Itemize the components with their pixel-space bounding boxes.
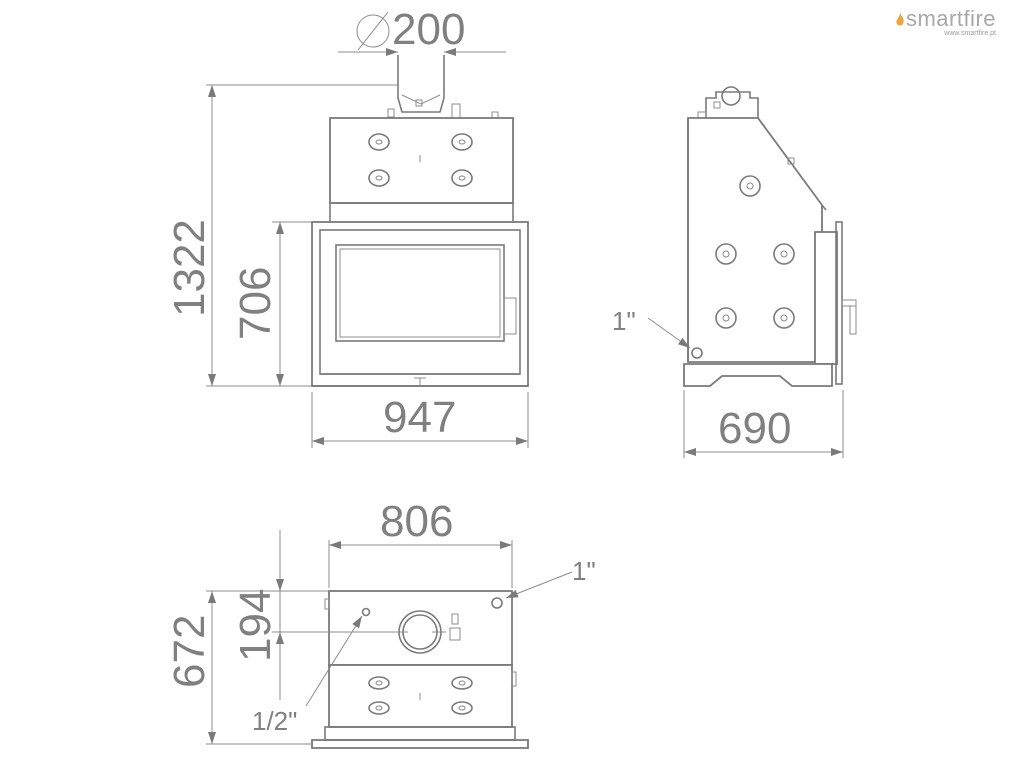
side-dimensions: 690 1" [612,306,844,458]
dim-door-height: 706 [231,267,280,340]
side-view [683,86,857,387]
front-flue-pipe [397,55,445,113]
side-handle [849,305,857,335]
dim-top-width: 806 [380,497,453,546]
front-door-frame [311,221,529,387]
brand-name-text: smartfire [905,6,996,31]
side-1in-port [691,347,703,359]
top-dimensions: 806 672 194 1" 1/2" [165,497,596,745]
door-handle [503,297,517,335]
dim-flue-offset: 194 [231,589,280,662]
front-ports [368,133,473,187]
side-ports [691,175,795,359]
top-ports [368,676,473,715]
callout-side-connection: 1" [612,306,636,336]
top-view [311,590,529,749]
front-upper-body [329,117,514,204]
callout-top-small-connection: 1/2" [252,706,297,736]
dim-top-depth: 672 [165,615,214,688]
front-glass [335,244,505,342]
side-door-profile [814,231,838,365]
dim-flue-diameter: 200 [392,5,465,54]
side-base [683,363,833,387]
top-rear-body [328,590,513,666]
dim-side-depth: 690 [718,404,791,453]
top-half-in-port [361,607,371,617]
dim-front-width: 947 [383,393,456,442]
brand-url: www.smartfire.pt [944,30,996,37]
dim-total-height: 1322 [165,219,214,317]
top-door-plate [311,739,529,749]
lifting-lug [705,91,759,118]
brand-logo: smartfire www.smartfire.pt [895,6,996,37]
front-dimensions: 200 1322 706 947 [165,5,529,448]
side-body [687,117,823,363]
flame-icon [896,13,904,26]
front-valve [451,103,461,119]
front-view [311,55,529,387]
top-1in-port [491,597,503,609]
diameter-symbol [356,14,390,48]
callout-top-connection: 1" [572,556,596,586]
brand-name: smartfire [895,6,996,32]
